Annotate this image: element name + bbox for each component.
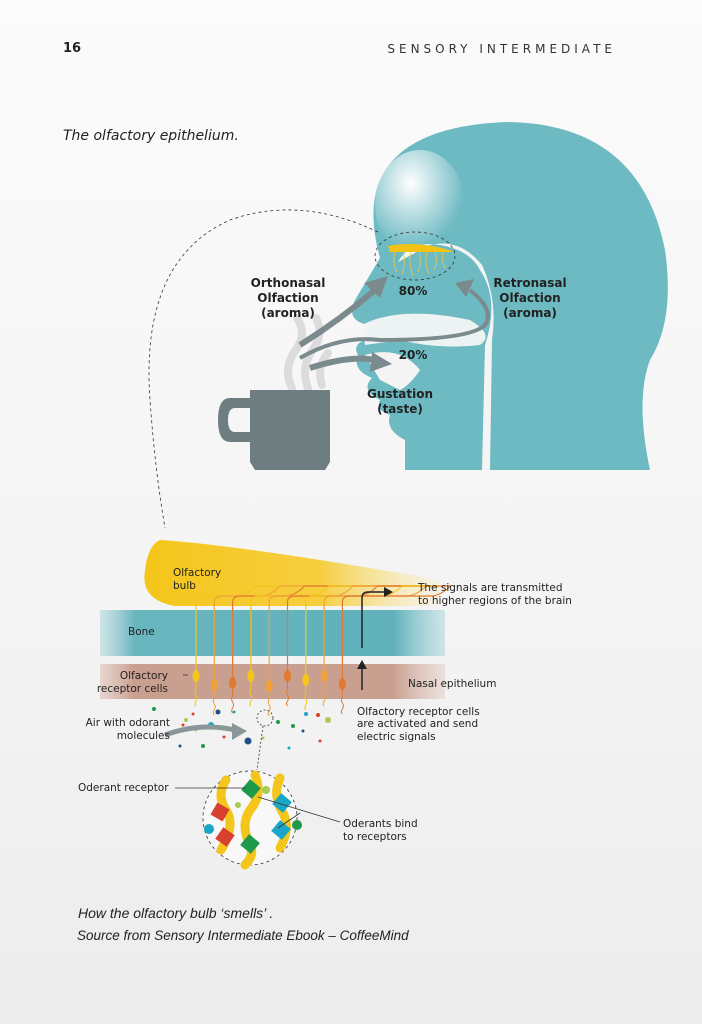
dendrite	[212, 690, 216, 716]
dendrite	[304, 685, 308, 711]
gustation-label: Gustation(taste)	[367, 387, 433, 416]
running-title: SENSORY INTERMEDIATE	[387, 42, 616, 56]
odorant-dot	[152, 707, 156, 711]
odorant-dot	[178, 744, 182, 748]
odorant-dot	[291, 724, 295, 728]
odorant-dot	[222, 735, 226, 739]
odorant-dot	[325, 717, 331, 723]
source-caption: Source from Sensory Intermediate Ebook –…	[77, 928, 409, 943]
figure1-caption: The olfactory epithelium.	[63, 128, 239, 144]
receptor-cell-body	[210, 679, 218, 691]
receptor-closeup	[202, 770, 302, 870]
oderant-receptor-label: Oderant receptor	[78, 782, 169, 794]
signal-arrow	[361, 591, 388, 648]
dendrite	[322, 681, 326, 707]
nasal-epithelium-label: Nasal epithelium	[408, 678, 496, 690]
air-flow-arrow	[164, 724, 236, 738]
odorant-dot	[287, 746, 291, 750]
receptor-cell-body	[265, 680, 273, 692]
receptor-cell-body	[284, 670, 291, 682]
coffee-mug-icon	[218, 390, 330, 470]
dendrite	[340, 689, 344, 715]
figure2-caption: How the olfactory bulb ‘smells’ .	[78, 905, 274, 921]
zoom-connector-dashed	[148, 209, 379, 529]
odorant-dot	[191, 712, 195, 716]
olfactory-bulb	[144, 540, 440, 606]
nasal-epithelium-layer	[100, 664, 445, 699]
olfaction-percentage: 80%	[399, 284, 428, 298]
airflow-arrows	[298, 287, 490, 371]
receptor-cell-body	[302, 674, 310, 686]
odorant-dot	[184, 718, 188, 722]
odorant-dot	[232, 710, 236, 714]
olfactory-epithelium-icon	[374, 231, 456, 281]
receptor-cell-body	[247, 670, 255, 682]
odorant-dot	[201, 744, 205, 748]
receptor-cell-body	[320, 670, 328, 682]
dendrite	[231, 688, 235, 714]
dendrite	[249, 681, 253, 707]
dendrite	[286, 681, 289, 707]
neuron-axon	[341, 585, 452, 684]
odorant-dot	[316, 713, 320, 717]
receptor-cell-body	[192, 670, 200, 682]
receptor-neurons	[192, 585, 452, 717]
odorant-dot	[318, 739, 322, 743]
odorant-dot	[181, 723, 185, 727]
page-number: 16	[63, 41, 82, 56]
odorant-dot	[301, 729, 305, 733]
receptor-cell-body	[229, 677, 237, 689]
gustation-percentage: 20%	[399, 348, 428, 362]
odorant-dot	[261, 736, 265, 740]
bone-layer	[100, 610, 445, 656]
odorant-dot	[215, 709, 221, 715]
steam-icon	[284, 314, 332, 392]
bone-label: Bone	[128, 626, 155, 638]
dendrite	[194, 681, 198, 707]
odorant-dot	[276, 720, 280, 724]
receptor-cell-body	[338, 678, 346, 690]
odorant-dot	[304, 712, 308, 716]
dendrite	[267, 691, 271, 717]
odorant-dot	[244, 737, 252, 745]
